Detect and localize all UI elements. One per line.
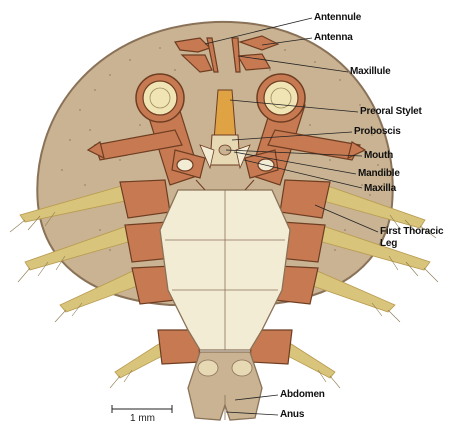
label-maxilla: Maxilla	[364, 183, 396, 194]
label-first-thoracic-leg-line1: First Thoracic	[380, 226, 443, 237]
abdomen	[188, 352, 262, 420]
scale-bar-label: 1 mm	[130, 413, 155, 424]
label-mouth: Mouth	[364, 150, 393, 161]
label-anus: Anus	[280, 409, 304, 420]
thorax	[160, 180, 290, 350]
scale-bar	[112, 405, 172, 413]
label-maxillule: Maxillule	[350, 66, 390, 77]
label-proboscis: Proboscis	[354, 126, 401, 137]
label-preoral-stylet: Preoral Stylet	[360, 106, 422, 117]
label-antennule: Antennule	[314, 12, 361, 23]
label-mandible: Mandible	[358, 168, 400, 179]
label-abdomen: Abdomen	[280, 389, 325, 400]
label-first-thoracic-leg-line2: Leg	[380, 238, 397, 249]
label-antenna: Antenna	[314, 32, 353, 43]
